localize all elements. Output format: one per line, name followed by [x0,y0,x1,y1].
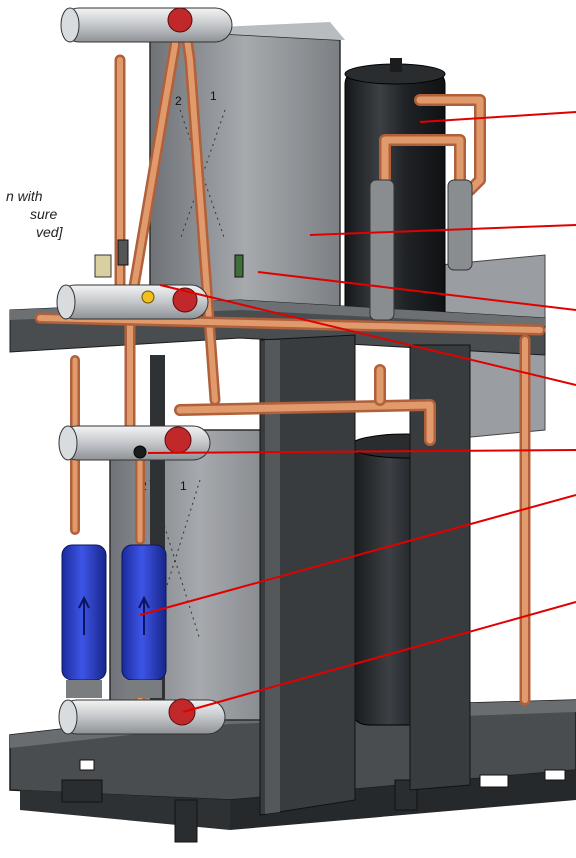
svg-text:1: 1 [180,479,187,493]
front-uprights [150,334,471,816]
leader-line-filter [139,494,576,616]
svg-text:2: 2 [175,94,182,108]
insulated-pipes [369,179,473,321]
sensors [94,239,244,278]
filter-driers [61,544,167,698]
annotation-line-2: sure [30,206,58,222]
svg-text:1: 1 [210,89,217,103]
leader-line-mid-valve [147,449,576,454]
annotation-line-1: n with [6,188,43,204]
cropped-annotation-text: n with sure ved] [0,0,70,240]
leader-line-compressor-top [419,111,576,123]
leader-line-bottom-valve [182,601,576,713]
callout-leader-lines [139,111,576,713]
leader-line-tank [309,224,576,236]
leader-line-sensor [257,271,576,311]
leader-line-valve [159,284,576,386]
upper-heat-exchanger: 2 1 [149,22,345,331]
annotation-line-3: ved] [36,224,63,240]
